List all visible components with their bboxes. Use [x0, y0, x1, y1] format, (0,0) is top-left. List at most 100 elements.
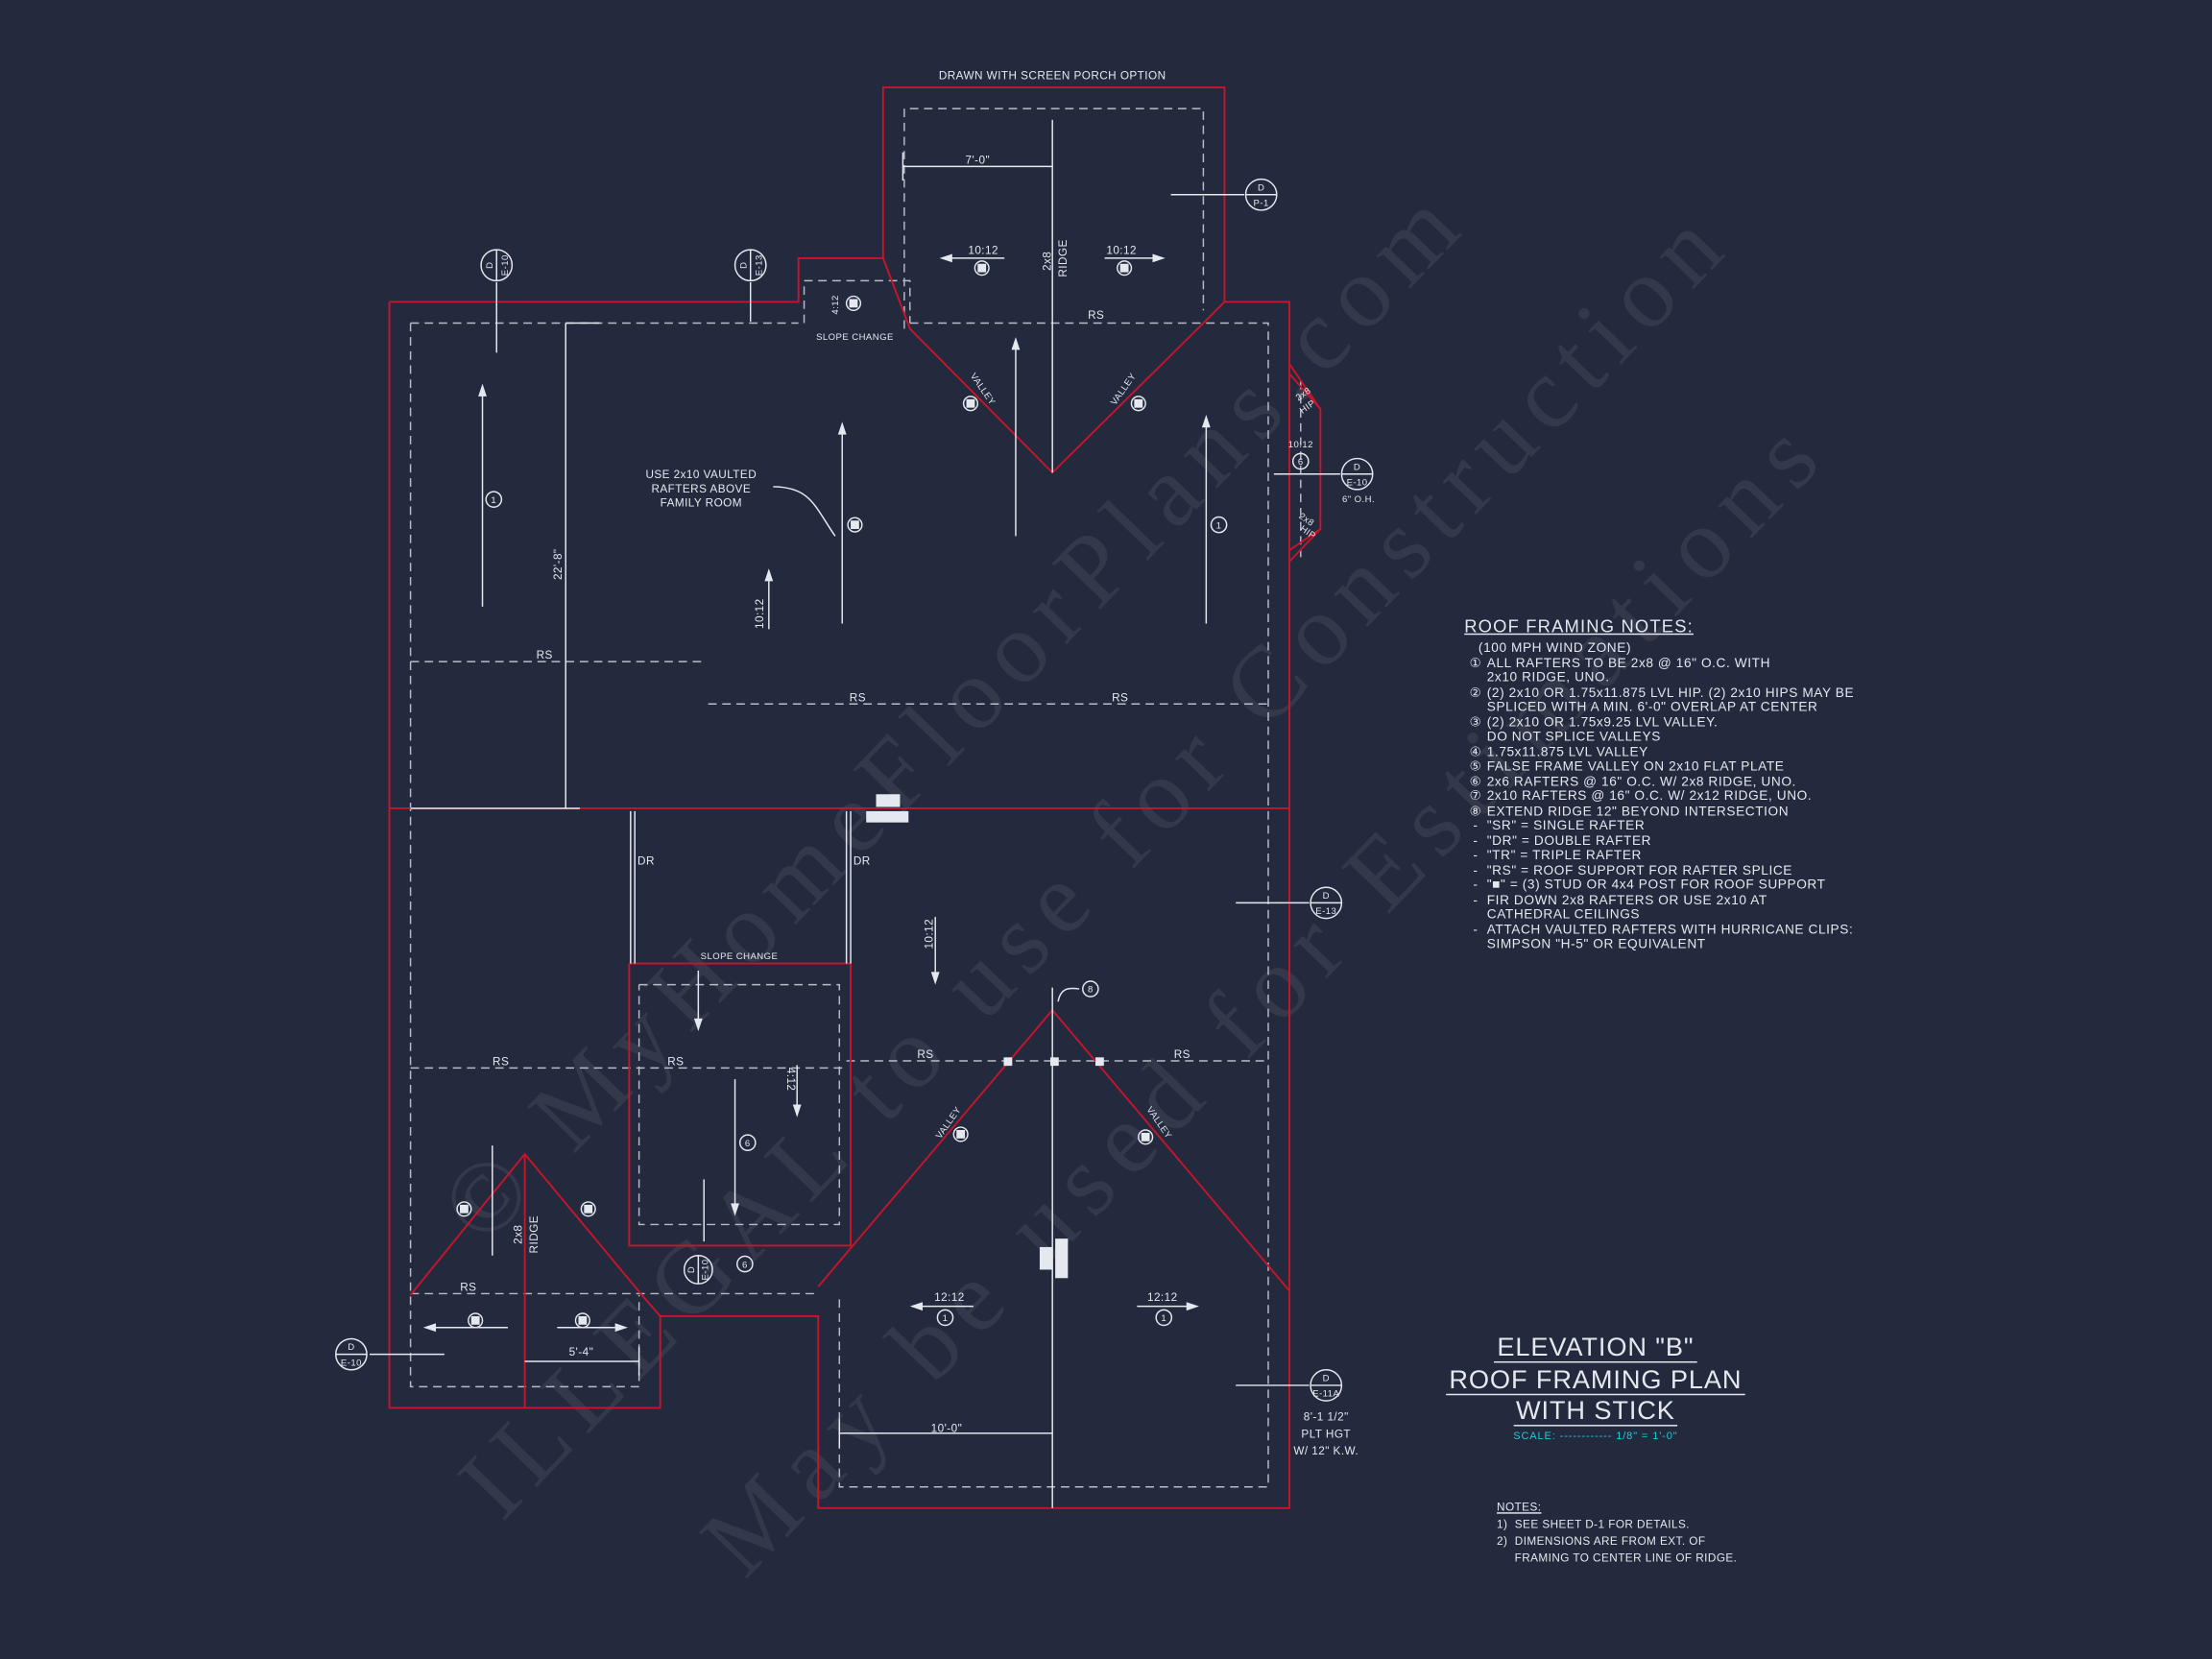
- roof-note-text: (2) 2x10 OR 1.75x9.25 LVL VALLEY.: [1486, 714, 1719, 729]
- arrow-up-icon: [1201, 415, 1211, 428]
- roof-note-line: -"SR" = SINGLE RAFTER: [1464, 818, 1854, 832]
- section-callout: D P-1: [1244, 178, 1278, 211]
- arrow-up-icon: [1011, 337, 1021, 350]
- roof-note-marker: ⑦: [1469, 788, 1482, 804]
- section-callout: DE-11A: [1310, 1369, 1343, 1402]
- roof-note-text: 1.75x11.875 LVL VALLEY: [1486, 744, 1648, 758]
- plan-label: 5'-4": [569, 1346, 594, 1358]
- chimney-block: [1055, 1238, 1069, 1279]
- plan-label: 10:12: [1288, 440, 1313, 450]
- note-marker: 1: [1216, 520, 1222, 531]
- plan-label: RS: [1112, 691, 1128, 704]
- title-line: ELEVATION "B": [1494, 1332, 1697, 1363]
- plan-label: D: [1258, 182, 1264, 193]
- roof-note-marker: ⑤: [1469, 758, 1482, 774]
- roof-note-line: -"■" = (3) STUD OR 4x4 POST FOR ROOF SUP…: [1464, 878, 1854, 892]
- arrow-down-icon: [792, 1104, 802, 1118]
- arrow-up-icon: [764, 568, 774, 582]
- plan-label: RAFTERS ABOVE: [651, 483, 751, 495]
- note-marker: 8: [1088, 985, 1094, 996]
- plan-label: RS: [493, 1055, 509, 1068]
- watermark-line: © MyHomeFloorPlans.com: [419, 171, 1479, 1263]
- plan-label: D: [1323, 891, 1330, 902]
- roof-note-line: ⑧ EXTEND RIDGE 12" BEYOND INTERSECTION: [1464, 804, 1854, 818]
- note-marker: 6: [742, 1260, 748, 1270]
- post-icon: [1138, 1129, 1154, 1145]
- arrow-left-icon: [939, 253, 952, 263]
- ridge-size-label: 2x8: [1042, 252, 1054, 271]
- roof-support-posts: [456, 260, 1154, 1329]
- plan-label: RS: [1174, 1048, 1190, 1061]
- roof-note-marker: ①: [1469, 655, 1482, 670]
- general-notes: NOTES: 1) SEE SHEET D-1 FOR DETAILS. 2) …: [1497, 1500, 1737, 1568]
- plan-label: DR: [637, 855, 655, 868]
- plan-label: DR: [854, 855, 871, 868]
- roof-note-line: ③(2) 2x10 OR 1.75x9.25 LVL VALLEY.: [1464, 714, 1854, 729]
- plan-label: 4:12: [830, 295, 841, 314]
- roof-framing-notes: ROOF FRAMING NOTES: (100 MPH WIND ZONE) …: [1464, 616, 1854, 951]
- scale-label: SCALE: ------------ 1/8" = 1'-0": [1513, 1428, 1678, 1441]
- general-note: 1) SEE SHEET D-1 FOR DETAILS.: [1497, 1518, 1690, 1531]
- note-marker: 1: [943, 1313, 949, 1324]
- plan-label: 12:12: [1147, 1291, 1178, 1304]
- roof-notes-subtitle: (100 MPH WIND ZONE): [1478, 640, 1632, 655]
- plan-label: SLOPE CHANGE: [816, 332, 894, 343]
- plan-label: 22'-8": [552, 548, 565, 580]
- roof-note-text: FIR DOWN 2x8 RAFTERS OR USE 2x10 AT: [1486, 892, 1767, 907]
- chimney-block: [876, 794, 901, 807]
- roof-note-marker: ⑥: [1469, 773, 1482, 788]
- roof-note-text: "RS" = ROOF SUPPORT FOR RAFTER SPLICE: [1486, 862, 1793, 878]
- arrow-down-icon: [693, 1018, 703, 1032]
- plan-label: 2x8: [513, 1225, 525, 1244]
- general-note: FRAMING TO CENTER LINE OF RIDGE.: [1497, 1551, 1738, 1565]
- note-marker: 6: [745, 1139, 751, 1149]
- roof-note-text: CATHEDRAL CEILINGS: [1486, 906, 1641, 922]
- post-icon: [962, 396, 979, 412]
- chimney-block: [866, 810, 909, 823]
- plan-label: E-11A: [1312, 1389, 1339, 1400]
- plan-label: D: [738, 262, 749, 269]
- post-icon: [456, 1201, 472, 1217]
- plan-label: D: [686, 1266, 697, 1273]
- plan-label: P-1: [1254, 199, 1269, 209]
- post-icon: [845, 295, 862, 312]
- plan-label: RS: [537, 649, 553, 661]
- title-line: ROOF FRAMING PLAN: [1446, 1363, 1745, 1395]
- roof-note-line: -"TR" = TRIPLE RAFTER: [1464, 848, 1854, 862]
- roof-note-marker: -: [1473, 848, 1479, 862]
- plan-label: 6" O.H.: [1342, 494, 1375, 505]
- plan-label: E-10: [341, 1358, 362, 1368]
- plan-label: E-10: [500, 254, 511, 276]
- roof-note-text: 2x10 RAFTERS @ 16" O.C. W/ 2x12 RIDGE, U…: [1486, 788, 1813, 804]
- roof-note-line: DO NOT SPLICE VALLEYS: [1464, 730, 1854, 744]
- roof-note-line: ②(2) 2x10 OR 1.75x11.875 LVL HIP. (2) 2x…: [1464, 685, 1854, 699]
- roof-note-marker: -: [1473, 832, 1479, 848]
- roof-note-text: SPLICED WITH A MIN. 6'-0" OVERLAP AT CEN…: [1486, 699, 1818, 714]
- framing-lines: [369, 119, 1340, 1508]
- roof-note-text: (2) 2x10 OR 1.75x11.875 LVL HIP. (2) 2x1…: [1486, 685, 1855, 700]
- arrow-right-icon: [1152, 253, 1166, 263]
- note-marker: 1: [1161, 1313, 1166, 1324]
- roof-note-text: ATTACH VAULTED RAFTERS WITH HURRICANE CL…: [1486, 922, 1854, 936]
- roof-note-marker: ⑧: [1469, 803, 1482, 818]
- post-icon: [974, 260, 990, 276]
- arrow-right-icon: [1186, 1302, 1199, 1311]
- note-marker: 6: [1298, 457, 1304, 468]
- plan-label: 10:12: [754, 598, 766, 629]
- roof-note-text: "■" = (3) STUD OR 4x4 POST FOR ROOF SUPP…: [1486, 877, 1826, 892]
- plan-label: RS: [1088, 309, 1104, 322]
- arrow-left-icon: [422, 1323, 437, 1333]
- post-icon: [574, 1312, 590, 1329]
- roof-note-text: EXTEND RIDGE 12" BEYOND INTERSECTION: [1486, 803, 1790, 818]
- plan-label: W/ 12" K.W.: [1293, 1445, 1358, 1457]
- roof-note-marker: -: [1473, 922, 1479, 936]
- roof-note-marker: -: [1473, 818, 1479, 832]
- plan-label: PLT HGT: [1301, 1428, 1351, 1440]
